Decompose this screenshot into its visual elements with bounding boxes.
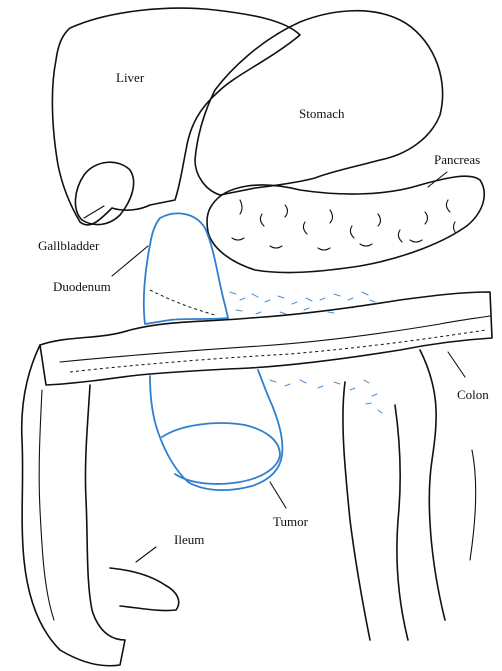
pancreas-label: Pancreas	[434, 152, 480, 167]
duodenum-outline	[144, 213, 228, 324]
stomach-label: Stomach	[299, 106, 345, 121]
liver-label: Liver	[116, 70, 144, 85]
duodenum-label: Duodenum	[53, 279, 111, 294]
tumor-label: Tumor	[273, 514, 308, 529]
colon-label: Colon	[457, 387, 489, 402]
tumor-outline	[150, 370, 282, 490]
ascending-colon	[22, 345, 125, 666]
gallbladder-label: Gallbladder	[38, 238, 99, 253]
pancreas-outline	[207, 176, 484, 272]
ileum-label: Ileum	[174, 532, 204, 547]
liver-outline	[52, 8, 300, 225]
ileum-outline	[110, 568, 179, 611]
stomach-outline	[195, 11, 443, 195]
